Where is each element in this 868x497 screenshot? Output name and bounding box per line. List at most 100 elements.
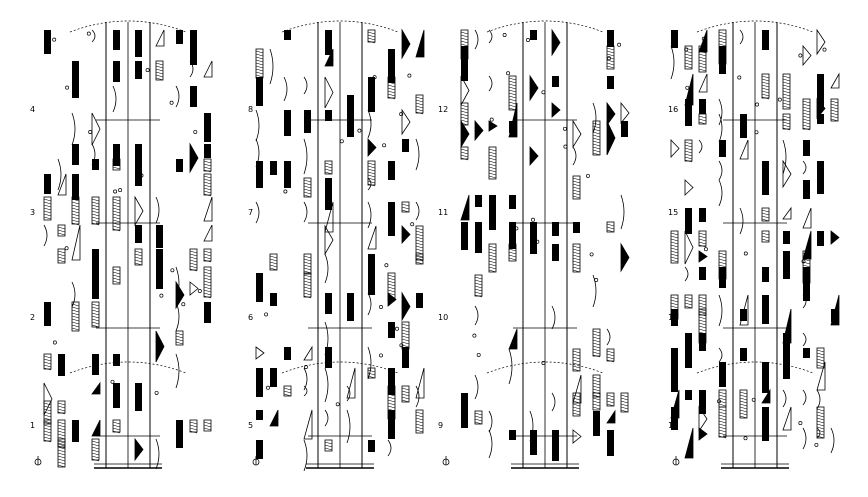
hold-sign: [755, 102, 760, 107]
hold-sign: [607, 56, 611, 61]
hatching: [415, 411, 424, 415]
direction-sign: [606, 120, 616, 156]
hatching: [189, 265, 198, 269]
direction-sign: [58, 354, 65, 376]
hatching: [606, 353, 615, 357]
hold-sign: [617, 42, 622, 47]
hatching: [592, 122, 601, 126]
hatching: [203, 184, 212, 188]
hatching: [830, 109, 839, 113]
hatching: [684, 153, 693, 157]
direction-sign: [551, 102, 561, 118]
direction-sign: [719, 46, 726, 74]
direction-sign: [621, 121, 628, 137]
direction-sign: [368, 273, 375, 295]
hatching: [508, 104, 517, 108]
hatching: [488, 260, 497, 264]
hatching: [592, 382, 601, 386]
bow-sign: [367, 109, 372, 139]
direction-sign: [684, 294, 693, 309]
hatching: [802, 115, 811, 119]
hold-sign: [585, 173, 590, 178]
phrasing-bow: [281, 361, 399, 374]
hatching: [415, 429, 424, 433]
hatching: [592, 134, 601, 138]
hatching: [572, 177, 581, 181]
hold-sign: [395, 326, 399, 331]
hatching: [71, 210, 80, 214]
hold-sign: [817, 161, 822, 166]
direction-sign: [92, 159, 99, 170]
hatching: [57, 440, 66, 444]
hatching: [112, 166, 121, 170]
bow-sign: [488, 429, 493, 459]
hatching: [387, 283, 396, 287]
hatching: [415, 420, 424, 424]
hatching: [387, 387, 396, 391]
direction-sign: [284, 178, 291, 188]
hatching: [401, 332, 410, 336]
direction-sign: [203, 196, 213, 222]
direction-sign: [719, 267, 726, 288]
hatching: [112, 277, 121, 281]
hatching: [71, 327, 80, 331]
hatching: [155, 71, 164, 75]
hatching: [684, 147, 693, 151]
direction-sign: [488, 120, 498, 132]
hold-sign: [169, 100, 174, 105]
hatching: [57, 449, 66, 453]
bow-sign: [718, 98, 723, 126]
hatching: [606, 50, 615, 54]
hatching: [684, 53, 693, 57]
direction-sign: [803, 267, 810, 301]
measure-number: 8: [248, 105, 253, 114]
hatching: [488, 257, 497, 261]
hatching: [134, 250, 143, 254]
bow-sign: [508, 348, 513, 385]
hatching: [415, 245, 424, 249]
hatching: [718, 423, 727, 427]
direction-sign: [256, 386, 263, 397]
hatching: [415, 261, 424, 265]
direction-sign: [204, 144, 211, 158]
hatching: [71, 219, 80, 223]
hatching: [684, 56, 693, 60]
hatching: [401, 323, 410, 327]
hatching: [592, 333, 601, 337]
hatching: [572, 403, 581, 407]
hatching: [324, 162, 333, 166]
hatching: [508, 101, 517, 105]
hatching: [71, 309, 80, 313]
direction-sign: [573, 222, 580, 233]
measure-number: 10: [438, 313, 448, 322]
phrasing-bow: [486, 20, 604, 33]
bow-sign: [367, 177, 372, 191]
direction-sign: [44, 30, 51, 54]
bow-sign: [303, 138, 308, 175]
bow-sign: [255, 109, 260, 142]
hatching: [698, 305, 707, 309]
hatching: [508, 251, 517, 255]
hatching: [71, 321, 80, 325]
direction-sign: [156, 249, 163, 267]
hatching: [572, 260, 581, 264]
hatching: [698, 322, 707, 326]
hatching: [203, 259, 212, 263]
direction-sign: [816, 406, 825, 439]
hatching: [508, 98, 517, 102]
direction-sign: [783, 251, 790, 279]
bow-sign: [91, 29, 96, 43]
hatching: [112, 201, 121, 205]
bow-sign: [698, 139, 703, 154]
direction-sign: [44, 302, 51, 326]
hatching: [684, 150, 693, 154]
hatching: [802, 255, 811, 259]
hatching: [387, 292, 396, 296]
bow-sign: [739, 29, 744, 45]
hatching: [175, 335, 184, 339]
hatching: [71, 204, 80, 208]
direction-sign: [802, 207, 812, 229]
hatching: [43, 439, 52, 443]
hatching: [718, 37, 727, 41]
hatching: [802, 258, 811, 262]
